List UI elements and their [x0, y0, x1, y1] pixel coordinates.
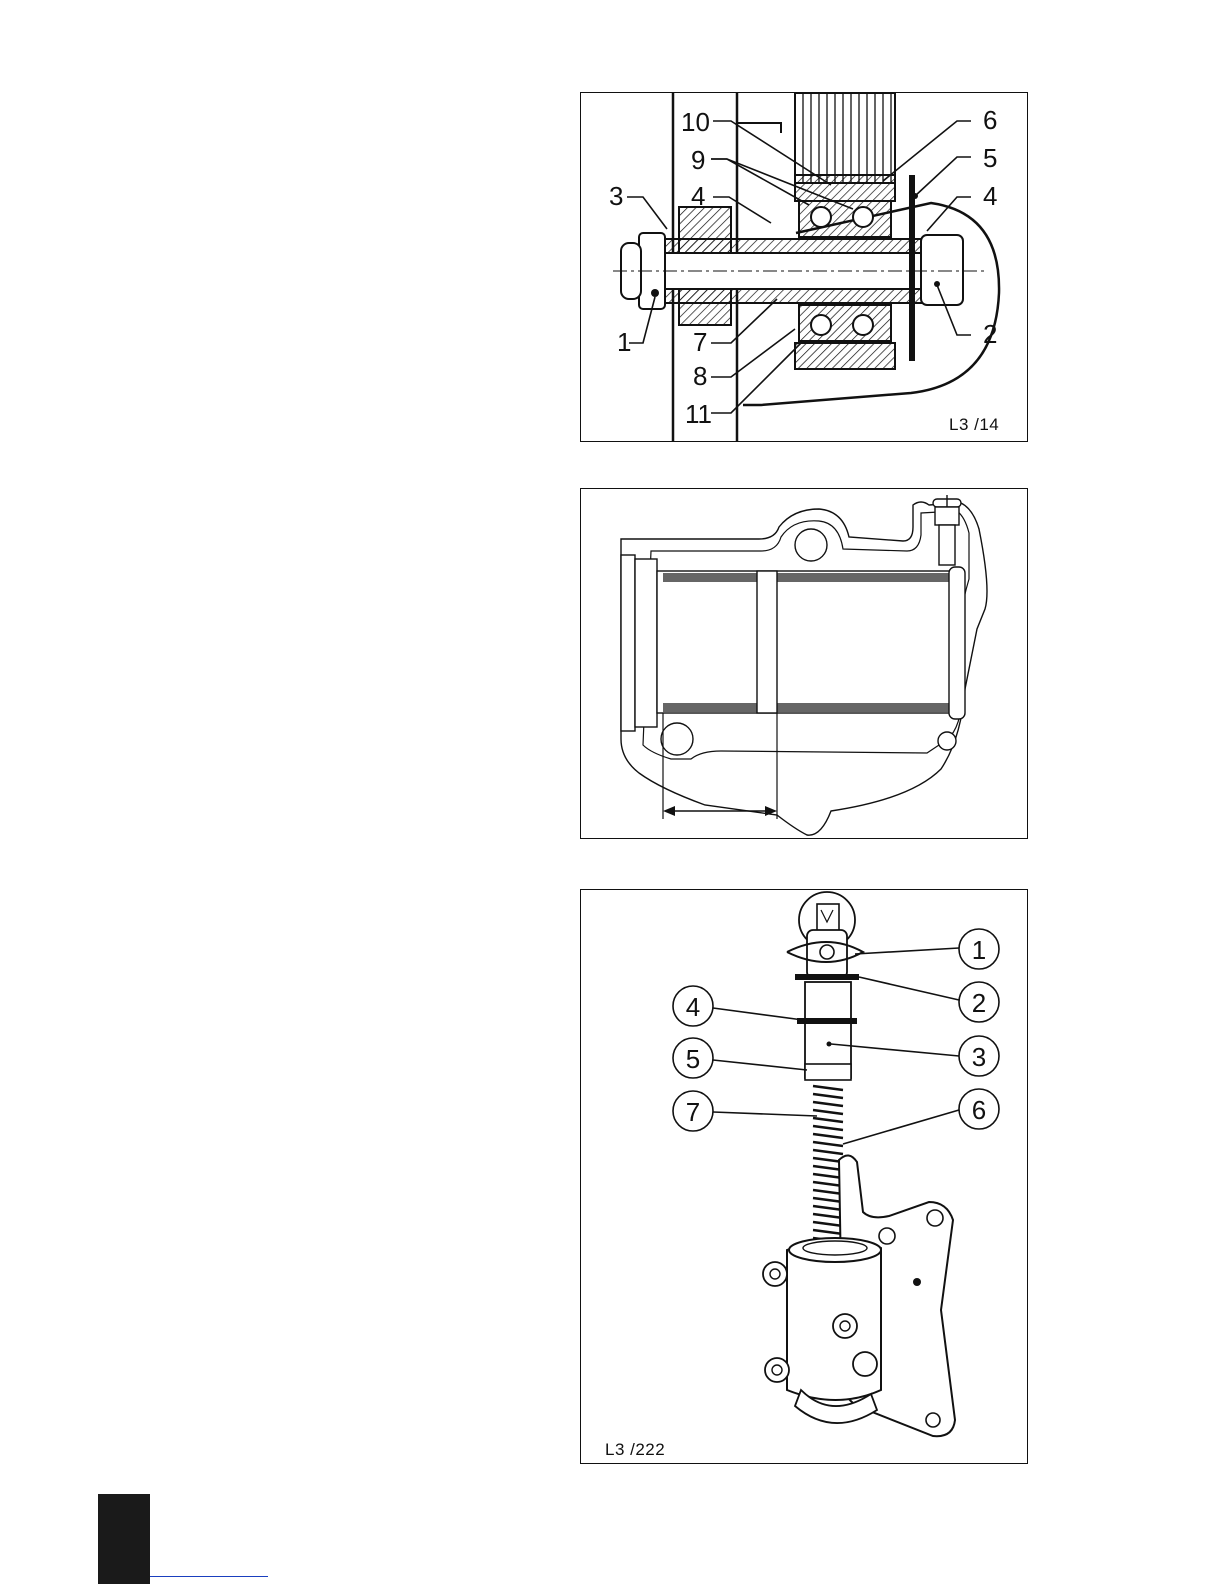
callout-4-right: 4 — [983, 181, 997, 211]
callout-4: 4 — [686, 992, 700, 1022]
callout-1: 1 — [617, 327, 631, 357]
callout-3: 3 — [972, 1042, 986, 1072]
figure-code: L3 /222 — [605, 1440, 665, 1460]
figure-housing-bore — [580, 488, 1028, 839]
spring-assembly-drawing: 1 2 3 4 5 6 7 — [581, 890, 1028, 1464]
callout-2: 2 — [972, 988, 986, 1018]
callout-3: 3 — [609, 181, 623, 211]
figure-bearing-cross-section: 10 9 3 4 1 7 8 11 6 5 4 2 L3 /14 — [580, 92, 1028, 442]
callout-7: 7 — [686, 1097, 700, 1127]
callout-1: 1 — [972, 935, 986, 965]
footer-rule — [150, 1576, 268, 1577]
figure-spring-assembly: 1 2 3 4 5 6 7 L3 /222 — [580, 889, 1028, 1464]
callout-4-left: 4 — [691, 181, 705, 211]
callout-5: 5 — [983, 143, 997, 173]
callout-7: 7 — [693, 327, 707, 357]
callout-9: 9 — [691, 145, 705, 175]
housing-bore-drawing — [581, 489, 1028, 839]
section-tab — [98, 1494, 150, 1584]
figure-code: L3 /14 — [949, 415, 999, 435]
callout-10: 10 — [681, 107, 710, 137]
bearing-cross-section-drawing: 10 9 3 4 1 7 8 11 6 5 4 2 — [581, 93, 1028, 442]
callout-2: 2 — [983, 319, 997, 349]
callout-5: 5 — [686, 1044, 700, 1074]
callout-11: 11 — [685, 399, 712, 429]
callout-8: 8 — [693, 361, 707, 391]
callout-6: 6 — [983, 105, 997, 135]
callout-6: 6 — [972, 1095, 986, 1125]
